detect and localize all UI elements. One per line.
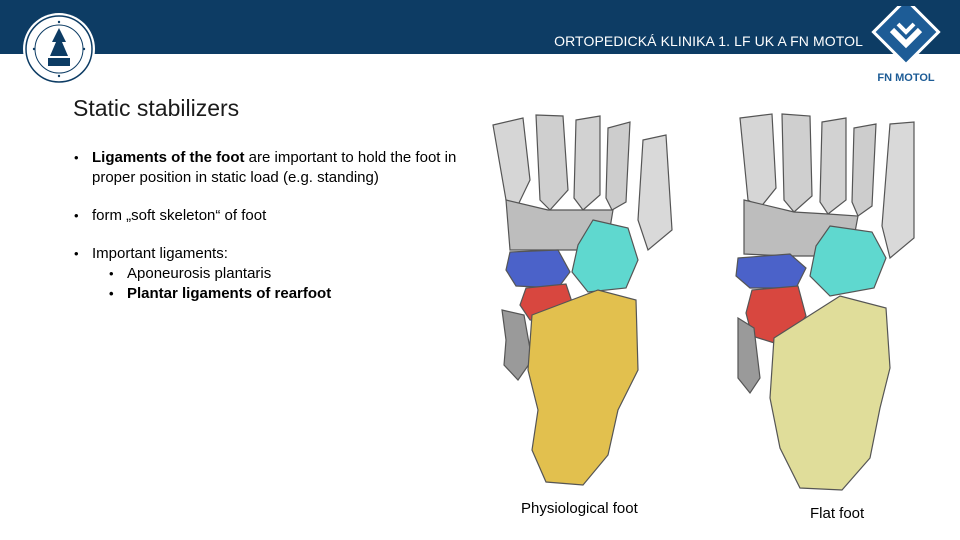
metatarsal-3: [819, 117, 847, 215]
metatarsal-2: [781, 113, 813, 213]
fn-motol-label: FN MOTOL: [877, 72, 935, 84]
metatarsal-2: [535, 114, 569, 211]
metatarsal-1: [492, 117, 531, 206]
bullet-ligaments-bold: Ligaments of the foot: [92, 149, 245, 166]
flat-foot-illustration: [735, 113, 915, 491]
navicular-bone: [571, 219, 639, 293]
bullet-soft-skeleton: form „soft skeleton“ of foot: [72, 206, 492, 226]
metatarsal-3: [573, 115, 601, 211]
physiological-foot-illustration: [492, 114, 673, 486]
sub-bullet-plantar-ligaments: Plantar ligaments of rearfoot: [72, 284, 492, 304]
fn-motol-logo: [871, 6, 941, 67]
calcaneus-bone: [769, 295, 891, 491]
bullet-important-ligaments: Important ligaments:: [72, 244, 492, 264]
calcaneus-bone: [527, 289, 639, 486]
lateral-bone: [501, 309, 533, 381]
metatarsal-5: [637, 134, 673, 252]
hospital-name: ORTOPEDICKÁ KLINIKA 1. LF UK A FN MOTOL: [554, 33, 863, 49]
slide-title: Static stabilizers: [73, 95, 240, 121]
bullet-ligaments-text: are important to hold the foot in proper…: [92, 149, 457, 186]
cuboid-bone: [735, 253, 807, 289]
metatarsal-4: [605, 121, 631, 211]
bullet-ligaments: Ligaments of the foot are important to h…: [72, 148, 492, 188]
metatarsal-4: [851, 123, 877, 217]
university-seal-logo: [23, 13, 95, 85]
lateral-bone: [737, 316, 761, 395]
metatarsal-1: [739, 113, 777, 209]
cuboid-bone: [505, 249, 571, 289]
bullet-list: Ligaments of the foot are important to h…: [72, 148, 492, 304]
caption-physiological-foot: Physiological foot: [521, 500, 638, 517]
header-bar: [0, 0, 960, 54]
navicular-bone: [809, 225, 887, 297]
sub-bullet-aponeurosis: Aponeurosis plantaris: [72, 264, 492, 284]
caption-flat-foot: Flat foot: [810, 505, 865, 522]
metatarsal-5: [881, 121, 915, 260]
